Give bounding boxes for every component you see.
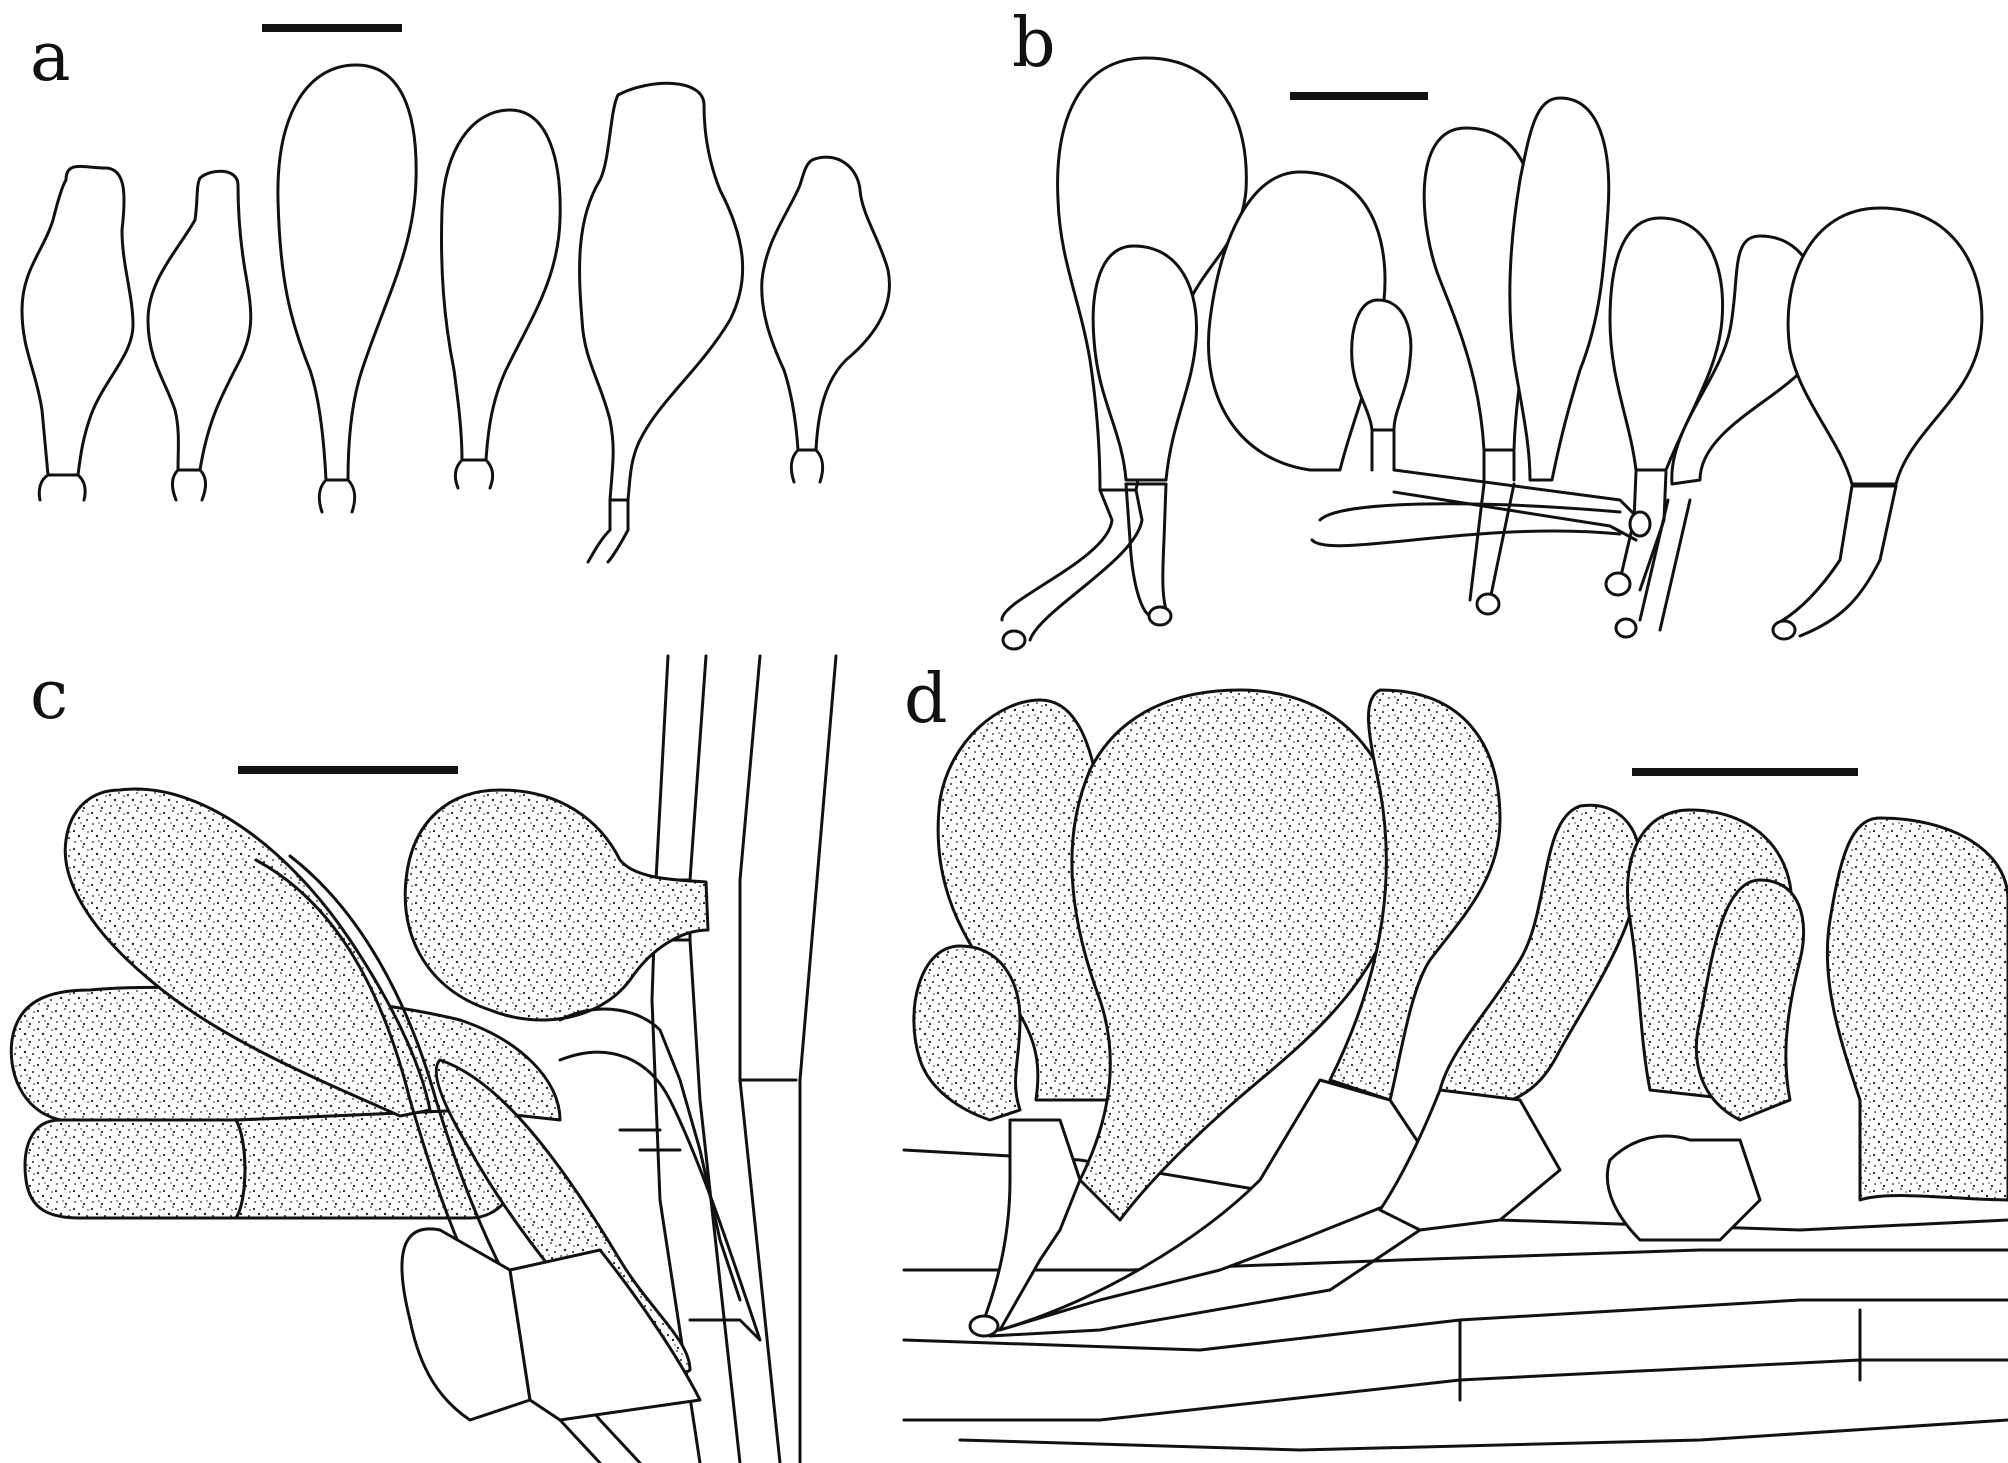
septum-c-lower	[688, 1318, 762, 1342]
cell-d-far-right-3	[1694, 878, 1806, 1122]
hypha-b-descend-3	[1638, 498, 1692, 632]
panel-c: c	[9, 654, 838, 1463]
cell-d-far-right-2	[1825, 816, 2008, 1202]
hypha-b-horizontal-2	[1310, 502, 1622, 548]
panel-label-b: b	[1012, 4, 1056, 83]
stalk-b2	[1124, 482, 1170, 618]
stalk-b9	[1778, 484, 1898, 638]
panel-label-d: d	[904, 660, 948, 739]
cell-d-stalk-2	[998, 1078, 1432, 1332]
stalk-tip-b6	[1614, 617, 1638, 639]
cell-c-hyphal-1	[400, 1227, 532, 1422]
cell-c-hyphal-2	[508, 1248, 702, 1422]
hypha-c-arch-2	[558, 1050, 762, 1342]
stalk-tip-b2	[1147, 605, 1173, 627]
cell-d-stalk-1	[978, 1118, 1082, 1332]
septum-c-hyphal	[618, 1128, 682, 1152]
stalk-a5	[586, 498, 630, 564]
hypha-c-vertical-3	[738, 654, 782, 1463]
cell-b9	[1786, 206, 1984, 486]
cell-d-back-right	[1328, 688, 1502, 1102]
hypha-c-vertical-1	[650, 654, 702, 1463]
cell-a4	[440, 108, 562, 462]
hypha-d-base-5	[958, 1418, 2008, 1452]
cell-b7	[1608, 216, 1725, 472]
cell-b6	[1508, 96, 1611, 482]
hypha-c-vertical-2	[688, 654, 742, 1463]
cell-c-upper-elongated	[63, 787, 432, 1118]
cell-b4	[1350, 298, 1413, 432]
stalk-tip-b8	[1628, 510, 1652, 538]
hypha-d-foreground	[988, 1228, 1422, 1338]
cell-b2	[1091, 244, 1198, 482]
cell-b3	[1207, 170, 1387, 472]
cell-d-stalk-4	[1605, 1134, 1762, 1242]
cell-a1	[20, 165, 135, 477]
hypha-tip-d	[968, 1314, 1000, 1338]
stalk-a1	[37, 473, 87, 502]
stalk-b5	[1482, 450, 1516, 482]
cell-d-small-left	[912, 944, 1022, 1122]
hypha-d-base-4	[902, 1358, 2008, 1422]
cell-c-bottom-1	[23, 1118, 247, 1220]
stalk-tip-b1	[1001, 629, 1027, 651]
cell-a2	[146, 169, 253, 472]
stalk-a3	[317, 478, 357, 514]
hypha-c-arch-1	[558, 1007, 742, 1302]
cell-a3	[276, 63, 418, 482]
hypha-b-descend-1	[1468, 482, 1516, 602]
panel-b: b	[1000, 4, 1984, 651]
panel-a: a	[20, 18, 891, 564]
hypha-d-base-2	[902, 1248, 2008, 1272]
stalk-b1	[1000, 488, 1144, 642]
panel-label-c: c	[30, 656, 68, 735]
cell-c-round	[403, 788, 710, 1022]
panel-d: d	[902, 660, 2008, 1452]
cell-d-stalk-3	[1378, 1088, 1562, 1232]
stalk-tip-b7	[1604, 571, 1632, 597]
stalk-b4	[1370, 430, 1396, 472]
panel-label-a: a	[30, 18, 71, 97]
hypha-c-vertical-4	[798, 654, 838, 1463]
stalk-tip-b5	[1475, 592, 1501, 616]
stalk-a4	[453, 458, 495, 490]
cell-a5	[578, 81, 745, 502]
stalk-tip-b9	[1771, 619, 1797, 641]
stalk-a2	[171, 468, 207, 502]
cell-a6	[760, 155, 891, 452]
stalk-a6	[789, 448, 825, 484]
septum-d-base	[1458, 1308, 1862, 1402]
